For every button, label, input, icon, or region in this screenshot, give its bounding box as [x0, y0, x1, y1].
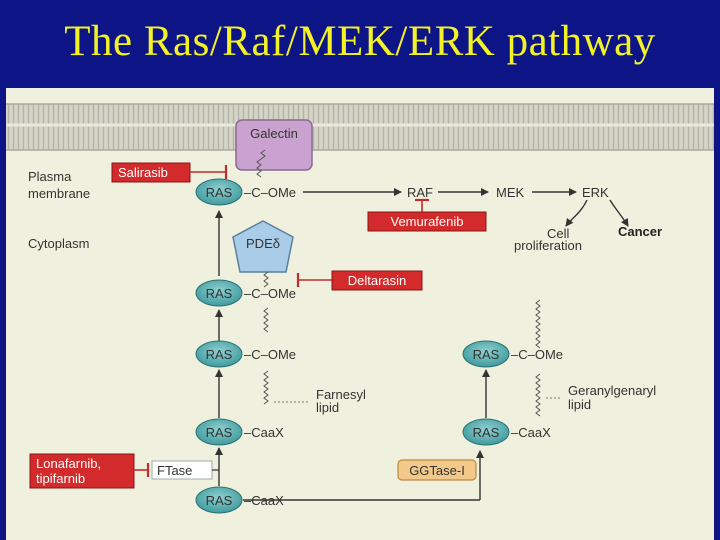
- cell-proliferation-label: Cell: [547, 226, 570, 241]
- salirasib-label: Salirasib: [118, 165, 168, 180]
- ggtase-enzyme: [397, 459, 477, 481]
- deltarasin-drug: [331, 270, 423, 291]
- ras-c-ome-label: –C–OMe: [244, 185, 296, 200]
- ras-c-ome-label: –C–OMe: [511, 347, 563, 362]
- ras-label: RAS: [206, 493, 233, 508]
- cytoplasm-label: Cytoplasm: [28, 236, 89, 251]
- cancer-label: Cancer: [618, 224, 662, 239]
- plasma-membrane-label-2: membrane: [28, 186, 90, 201]
- galectin-label: Galectin: [250, 126, 298, 141]
- ras-methylated: [195, 340, 243, 368]
- ras-caax-label: –CaaX: [511, 425, 551, 440]
- plasma-membrane-label: Plasma: [28, 169, 72, 184]
- ggtase-label: GGTase-I: [409, 463, 465, 478]
- cell-proliferation-label-2: proliferation: [514, 238, 582, 253]
- ras-farnesylated: [195, 418, 243, 446]
- ras-c-ome-label: –C–OMe: [244, 347, 296, 362]
- deltarasin-label: Deltarasin: [348, 273, 407, 288]
- pde-label: PDEδ: [246, 236, 280, 251]
- ras-label: RAS: [206, 347, 233, 362]
- ras-label: RAS: [473, 347, 500, 362]
- ras-label: RAS: [473, 425, 500, 440]
- ras-label: RAS: [206, 185, 233, 200]
- lonafarnib-drug: [29, 453, 135, 489]
- galectin-box: [235, 119, 313, 171]
- mek-label: MEK: [496, 185, 525, 200]
- ras-label: RAS: [206, 425, 233, 440]
- ras-unmodified: [195, 486, 243, 514]
- pde-delta: [232, 220, 294, 273]
- ftase-label: FTase: [157, 463, 192, 478]
- ras-caax-label: –CaaX: [244, 425, 284, 440]
- vemurafenib-drug: [367, 211, 487, 232]
- slide-title: The Ras/Raf/MEK/ERK pathway: [64, 17, 656, 65]
- geranyl-label-2: lipid: [568, 397, 591, 412]
- ras-geranylgeranylated: [462, 418, 510, 446]
- farnesyl-label-2: lipid: [316, 400, 339, 415]
- ras-c-ome-label: –C–OMe: [244, 286, 296, 301]
- ras-pde-bound: [195, 279, 243, 307]
- vemurafenib-label: Vemurafenib: [391, 214, 464, 229]
- raf-label: RAF: [407, 185, 433, 200]
- pathway-diagram: Plasma membrane Cytoplasm Galectin Salir…: [6, 88, 714, 540]
- plasma-membrane: [6, 104, 714, 150]
- erk-label: ERK: [582, 185, 609, 200]
- geranyl-label: Geranylgenaryl: [568, 383, 656, 398]
- tipifarnib-label: tipifarnib: [36, 471, 85, 486]
- ras-gg-methylated: [462, 340, 510, 368]
- farnesyl-label: Farnesyl: [316, 387, 366, 402]
- ras-label: RAS: [206, 286, 233, 301]
- pathway-svg: Plasma membrane Cytoplasm Galectin Salir…: [6, 103, 714, 514]
- lonafarnib-label: Lonafarnib,: [36, 456, 101, 471]
- ras-membrane: [195, 178, 243, 206]
